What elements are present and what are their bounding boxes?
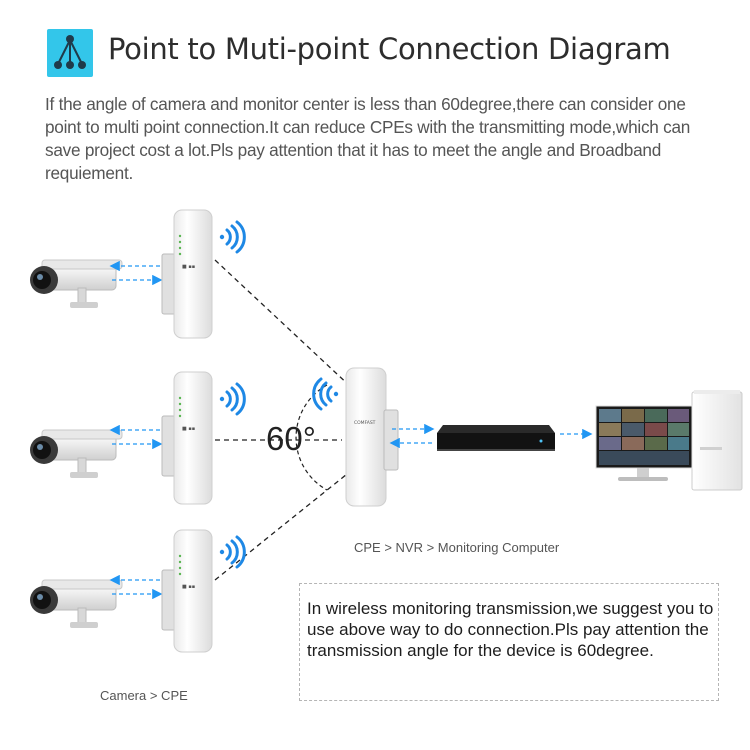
nvr xyxy=(437,425,555,451)
angle-label: 60° xyxy=(266,420,316,457)
svg-text:COMFAST: COMFAST xyxy=(354,420,376,426)
camera-2-arrows xyxy=(109,424,163,450)
camera-1 xyxy=(30,259,123,308)
intro-text: If the angle of camera and monitor cente… xyxy=(45,94,691,183)
center-cpe: COMFAST xyxy=(345,367,399,507)
wifi-icon-1 xyxy=(219,220,246,254)
caption-camera-cpe: Camera > CPE xyxy=(100,688,188,703)
cpe-3: ■ ▪▪ xyxy=(161,529,213,653)
svg-text:■ ▪▪: ■ ▪▪ xyxy=(182,426,195,432)
wifi-icon-3 xyxy=(219,535,246,569)
caption-cpe-nvr: CPE > NVR > Monitoring Computer xyxy=(354,540,560,555)
camera-3 xyxy=(30,579,123,628)
svg-text:■ ▪▪: ■ ▪▪ xyxy=(182,584,195,590)
monitoring-computer xyxy=(595,390,743,491)
svg-text:■ ▪▪: ■ ▪▪ xyxy=(182,264,195,270)
wifi-icon-2 xyxy=(219,382,246,416)
note-box xyxy=(299,583,719,701)
camera-2 xyxy=(30,429,123,478)
page-title: Point to Muti-point Connection Diagram xyxy=(108,32,671,66)
cpe-1: ■ ▪▪ xyxy=(161,209,213,339)
network-topology-icon xyxy=(47,29,93,77)
wifi-icon-center xyxy=(312,377,339,411)
cpe-2: ■ ▪▪ xyxy=(161,371,213,505)
note-text: In wireless monitoring transmission,we s… xyxy=(307,599,714,660)
wireless-links xyxy=(214,259,353,581)
camera-3-arrows xyxy=(109,574,163,600)
camera-1-arrows xyxy=(109,260,163,286)
